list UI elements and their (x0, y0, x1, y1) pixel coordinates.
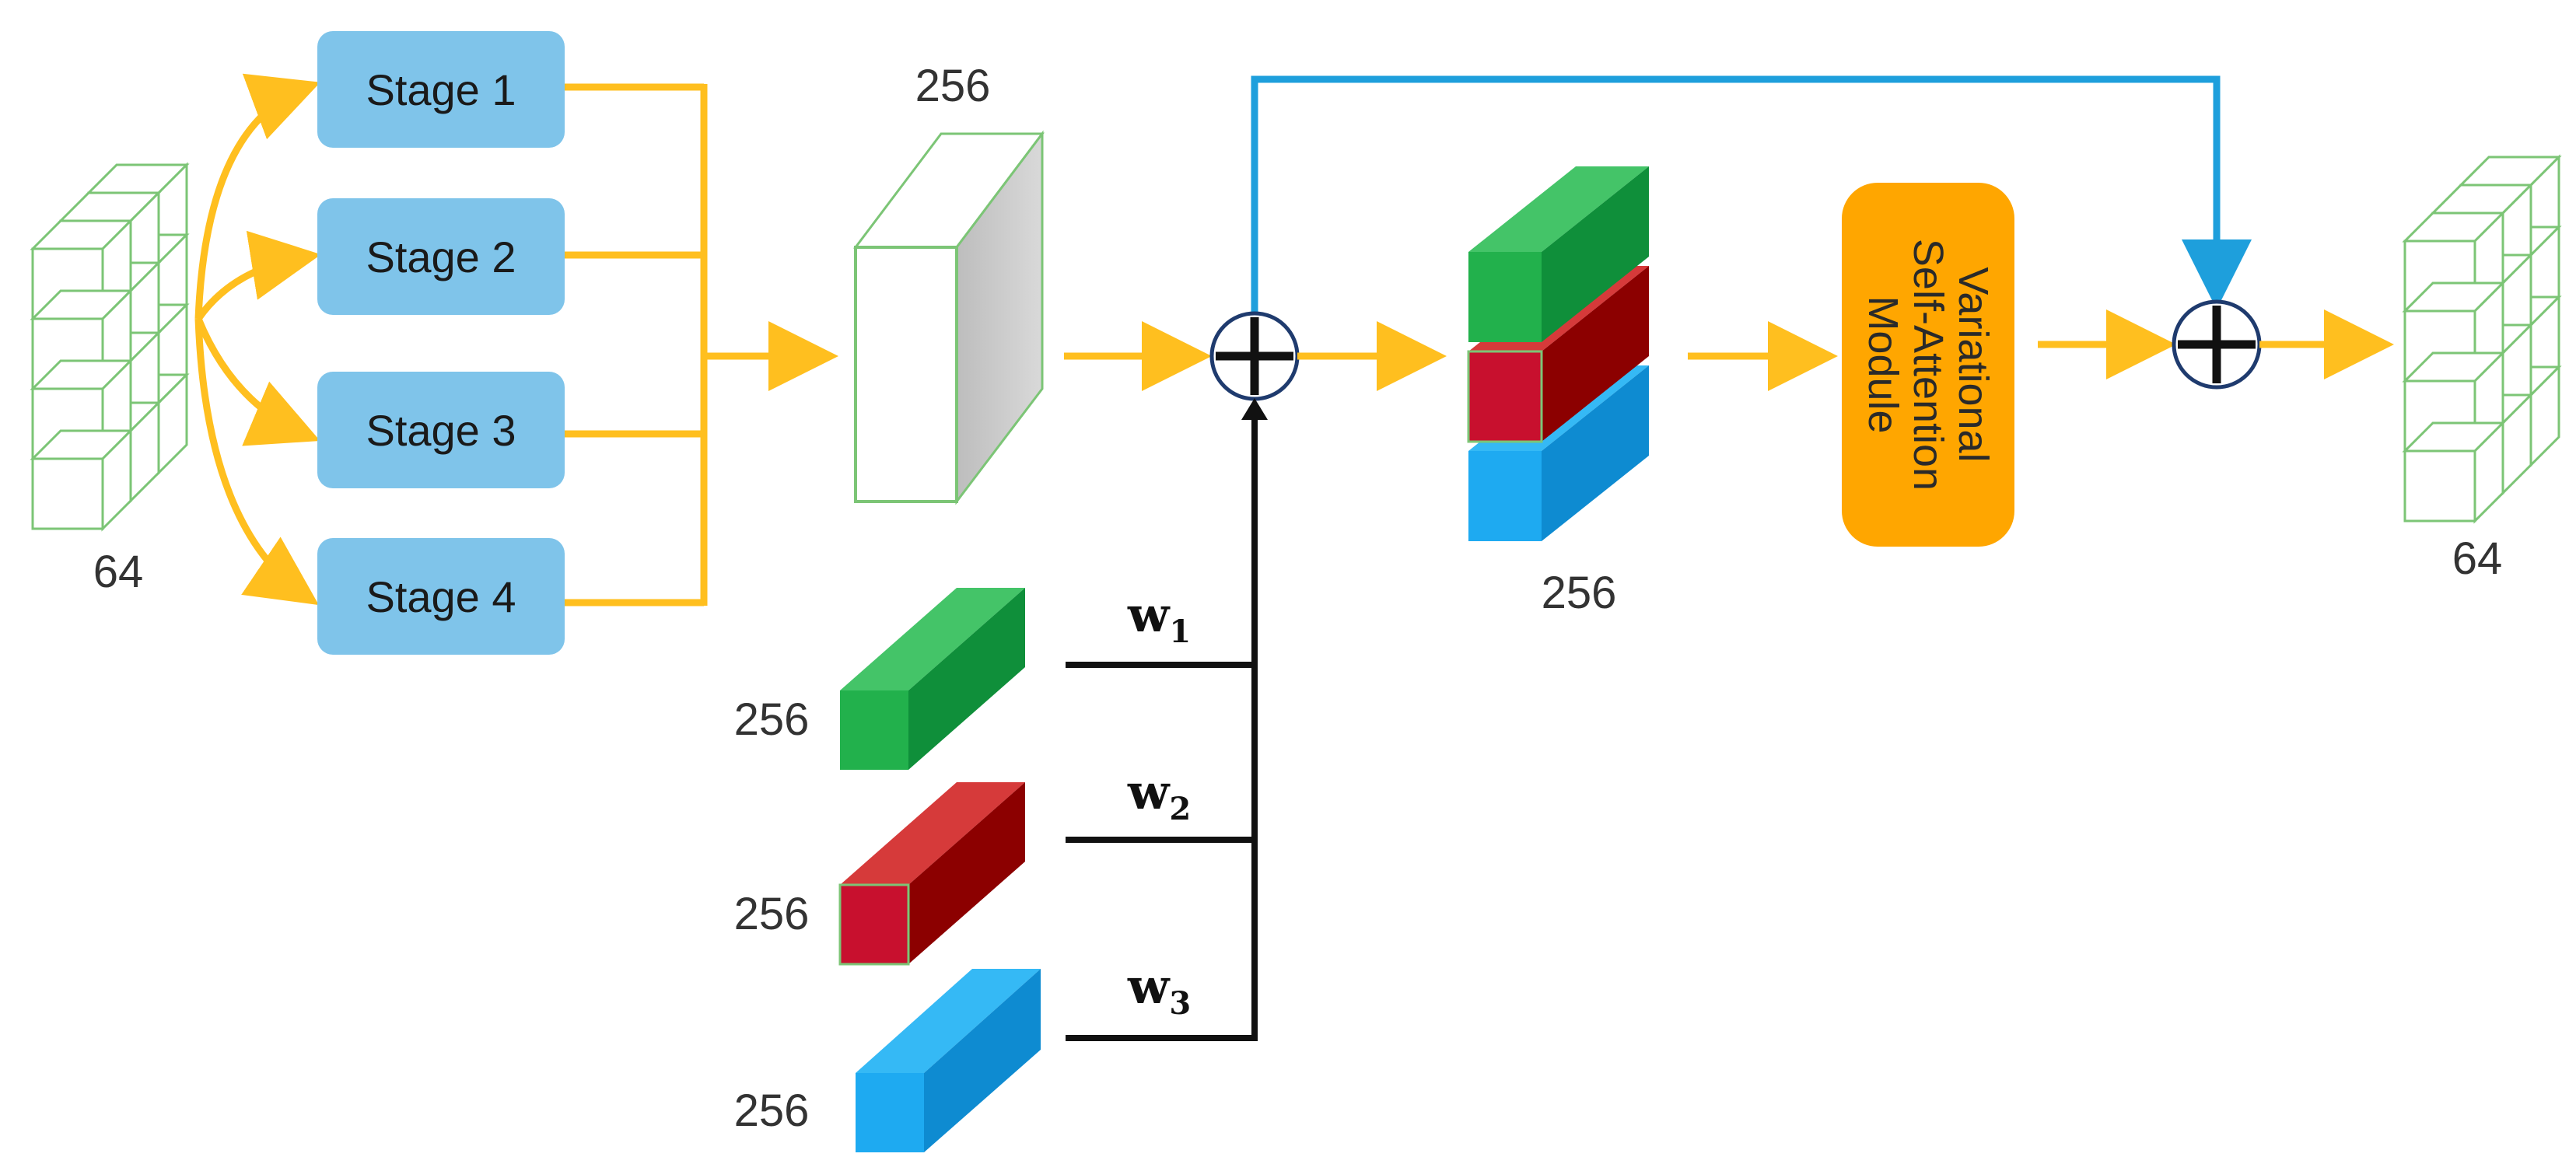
attention-module-line-2: Self-Attention (1905, 239, 1951, 491)
weight-label-2: w2 (1127, 764, 1191, 827)
output-label: 64 (2452, 533, 2503, 584)
weight-label-3: w3 (1127, 958, 1191, 1022)
attention-module-line-1: Variational (1950, 267, 1997, 462)
attention-module: Variational Self-Attention Module (1842, 183, 2014, 547)
attention-module-line-3: Module (1860, 295, 1906, 433)
tensor-cube (30, 428, 134, 532)
fan-out-arrows (194, 73, 321, 606)
weighted-feature-2 (838, 782, 1025, 966)
stage-box-4: Stage 4 (317, 538, 565, 655)
skip-connection (1251, 75, 2252, 327)
stacked-feature-block (1467, 166, 1649, 541)
input-label: 64 (93, 547, 144, 597)
weight-label-1: w1 (1127, 586, 1191, 650)
arrow-to-stage-2 (195, 230, 321, 321)
stage-label-2: Stage 2 (366, 232, 516, 281)
arrow-to-stage-1 (194, 73, 320, 320)
weighted-feature-3-label: 256 (734, 1085, 810, 1136)
concat-block-label: 256 (915, 61, 991, 111)
arrow-to-stage-4 (194, 318, 319, 606)
sum-node-2 (2172, 299, 2262, 390)
stacked-block-label: 256 (1542, 568, 1617, 618)
output-feature-cubes (2402, 154, 2562, 524)
stage-label-3: Stage 3 (366, 406, 516, 455)
weight-sum-arrowhead (1241, 398, 1268, 420)
arrow-to-stage-3 (194, 317, 320, 446)
sum-node-1 (1209, 311, 1300, 401)
concat-feature-block (852, 130, 1045, 505)
stage-box-2: Stage 2 (317, 198, 565, 315)
stage-box-3: Stage 3 (317, 372, 565, 488)
stage-box-1: Stage 1 (317, 31, 565, 148)
weighted-feature-1 (840, 588, 1025, 770)
stage-label-1: Stage 1 (366, 65, 516, 114)
tensor-cube (2402, 420, 2506, 524)
stage-label-4: Stage 4 (366, 572, 516, 621)
stage-merge-lines (565, 83, 708, 606)
weighted-feature-1-label: 256 (734, 694, 810, 745)
input-feature-cubes (30, 162, 190, 532)
weighted-feature-3 (856, 969, 1041, 1152)
weighted-feature-2-label: 256 (734, 889, 810, 939)
weight-lines (1066, 420, 1258, 1041)
